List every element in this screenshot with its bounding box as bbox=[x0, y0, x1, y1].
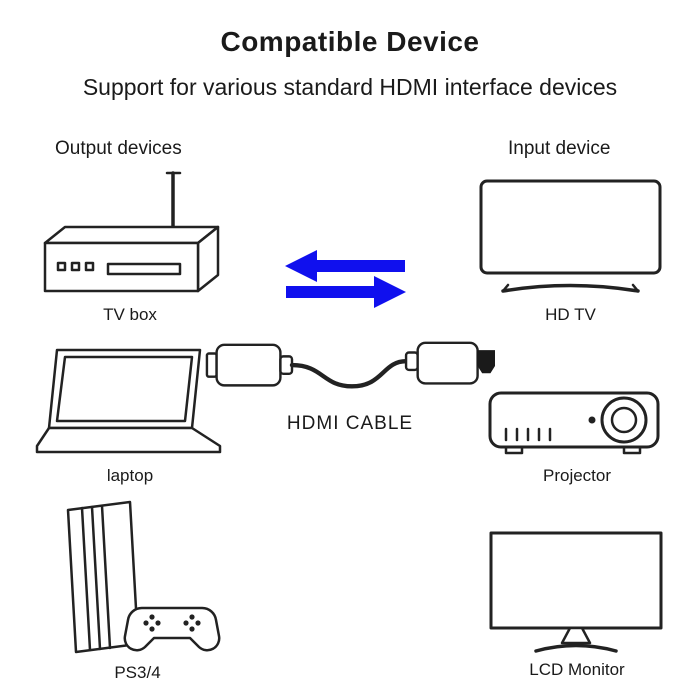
projector-lens-outer bbox=[600, 396, 648, 444]
tv-box-button bbox=[70, 261, 81, 272]
hd-tv-illustration bbox=[479, 179, 662, 293]
hdmi-cable-label: HDMI CABLE bbox=[286, 413, 414, 434]
laptop-screen bbox=[47, 348, 202, 430]
lcd-stand-base bbox=[534, 643, 618, 653]
lcd-stand-neck bbox=[560, 626, 592, 645]
controller-button-dot bbox=[189, 626, 195, 632]
controller-dpad-dot bbox=[149, 614, 155, 620]
right-arrow-icon bbox=[286, 276, 406, 308]
lcd-screen bbox=[489, 531, 663, 630]
ps34-console-stripe bbox=[90, 505, 102, 651]
cable-right-connector bbox=[416, 341, 479, 385]
projector-indicator-dot bbox=[588, 416, 596, 424]
laptop-base bbox=[35, 426, 222, 454]
tv-box-button bbox=[56, 261, 67, 272]
cable-right-relief bbox=[404, 351, 419, 372]
hd-tv-foot bbox=[631, 283, 640, 293]
tv-box-illustration bbox=[43, 171, 220, 293]
hd-tv-label: HD TV bbox=[545, 305, 596, 324]
tv-box-top bbox=[43, 225, 220, 245]
cable-left-cap bbox=[205, 352, 218, 378]
controller-body bbox=[123, 606, 221, 652]
input-device-header: Input device bbox=[508, 138, 611, 159]
tv-box-slot bbox=[106, 262, 182, 276]
projector-lens-inner bbox=[610, 406, 638, 434]
output-devices-header: Output devices bbox=[55, 138, 182, 159]
controller-dpad-dot bbox=[143, 620, 149, 626]
cable-hdmi-plug-tip bbox=[477, 350, 495, 374]
lcd-monitor-illustration bbox=[489, 531, 663, 653]
controller-button-dot bbox=[183, 620, 189, 626]
tv-box-label: TV box bbox=[103, 305, 157, 324]
projector-label: Projector bbox=[542, 466, 612, 485]
ps34-label: PS3/4 bbox=[114, 663, 161, 682]
cable-left-connector bbox=[215, 343, 282, 387]
lcd-monitor-label: LCD Monitor bbox=[529, 660, 625, 679]
controller-button-dot bbox=[189, 614, 195, 620]
ps34-console-stripe bbox=[80, 506, 92, 652]
hd-tv-stand bbox=[501, 283, 640, 293]
transfer-arrows-icon bbox=[285, 250, 406, 308]
tv-box-button bbox=[84, 261, 95, 272]
controller-dpad-dot bbox=[149, 626, 155, 632]
cable-wire bbox=[289, 359, 409, 389]
hd-tv-screen bbox=[479, 179, 662, 275]
controller-button-dot bbox=[195, 620, 201, 626]
laptop-screen-inner bbox=[55, 355, 194, 423]
page-subtitle: Support for various standard HDMI interf… bbox=[82, 74, 618, 100]
hd-tv-foot bbox=[501, 283, 510, 293]
tv-box-front bbox=[43, 241, 200, 293]
ps34-illustration bbox=[66, 500, 221, 654]
laptop-illustration bbox=[35, 348, 222, 454]
page-title: Compatible Device bbox=[220, 26, 480, 57]
controller-dpad-dot bbox=[155, 620, 161, 626]
ps34-controller bbox=[123, 606, 221, 652]
projector-illustration bbox=[488, 391, 660, 455]
left-arrow-icon bbox=[285, 250, 405, 282]
ps34-console-stripe bbox=[100, 504, 112, 650]
laptop-label: laptop bbox=[106, 466, 154, 485]
hdmi-cable-illustration bbox=[205, 341, 495, 389]
